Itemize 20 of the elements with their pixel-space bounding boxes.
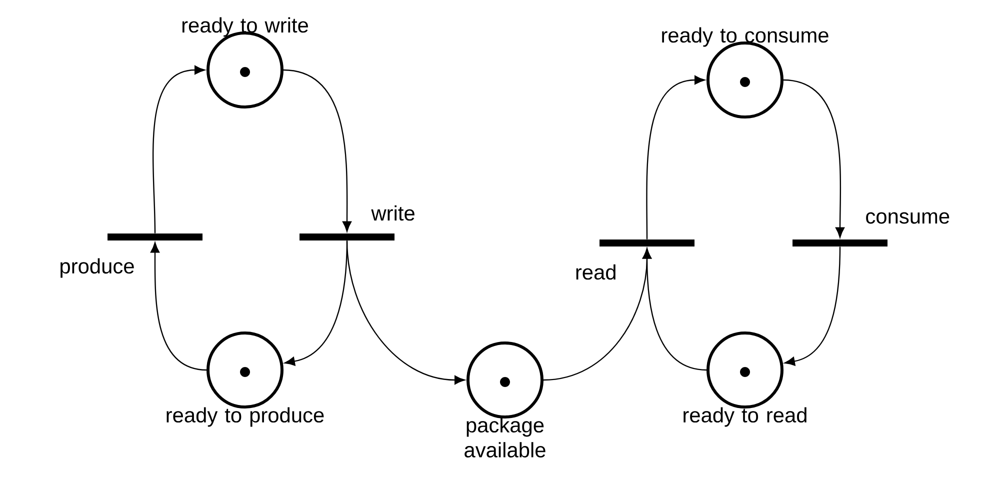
arrow xyxy=(646,76,705,240)
arrow xyxy=(642,248,707,371)
node-label: ready to write xyxy=(182,17,308,37)
place-circle xyxy=(206,332,284,408)
node-label: write xyxy=(371,205,414,221)
node-label: ready to read xyxy=(684,407,806,427)
node-label: read xyxy=(576,264,616,280)
arrow xyxy=(784,246,841,366)
arrow xyxy=(152,66,205,234)
arrow xyxy=(783,79,844,238)
node-label: produce xyxy=(60,258,134,278)
place-circle xyxy=(466,342,544,418)
node-label: ready to produce xyxy=(166,407,324,427)
arrow xyxy=(346,240,465,384)
arrow xyxy=(150,242,207,371)
place-circle xyxy=(706,332,784,408)
node-label: consume xyxy=(866,212,950,224)
arrow xyxy=(283,69,352,232)
node-label: package available xyxy=(464,417,546,458)
node-label: ready to consume xyxy=(662,27,828,47)
